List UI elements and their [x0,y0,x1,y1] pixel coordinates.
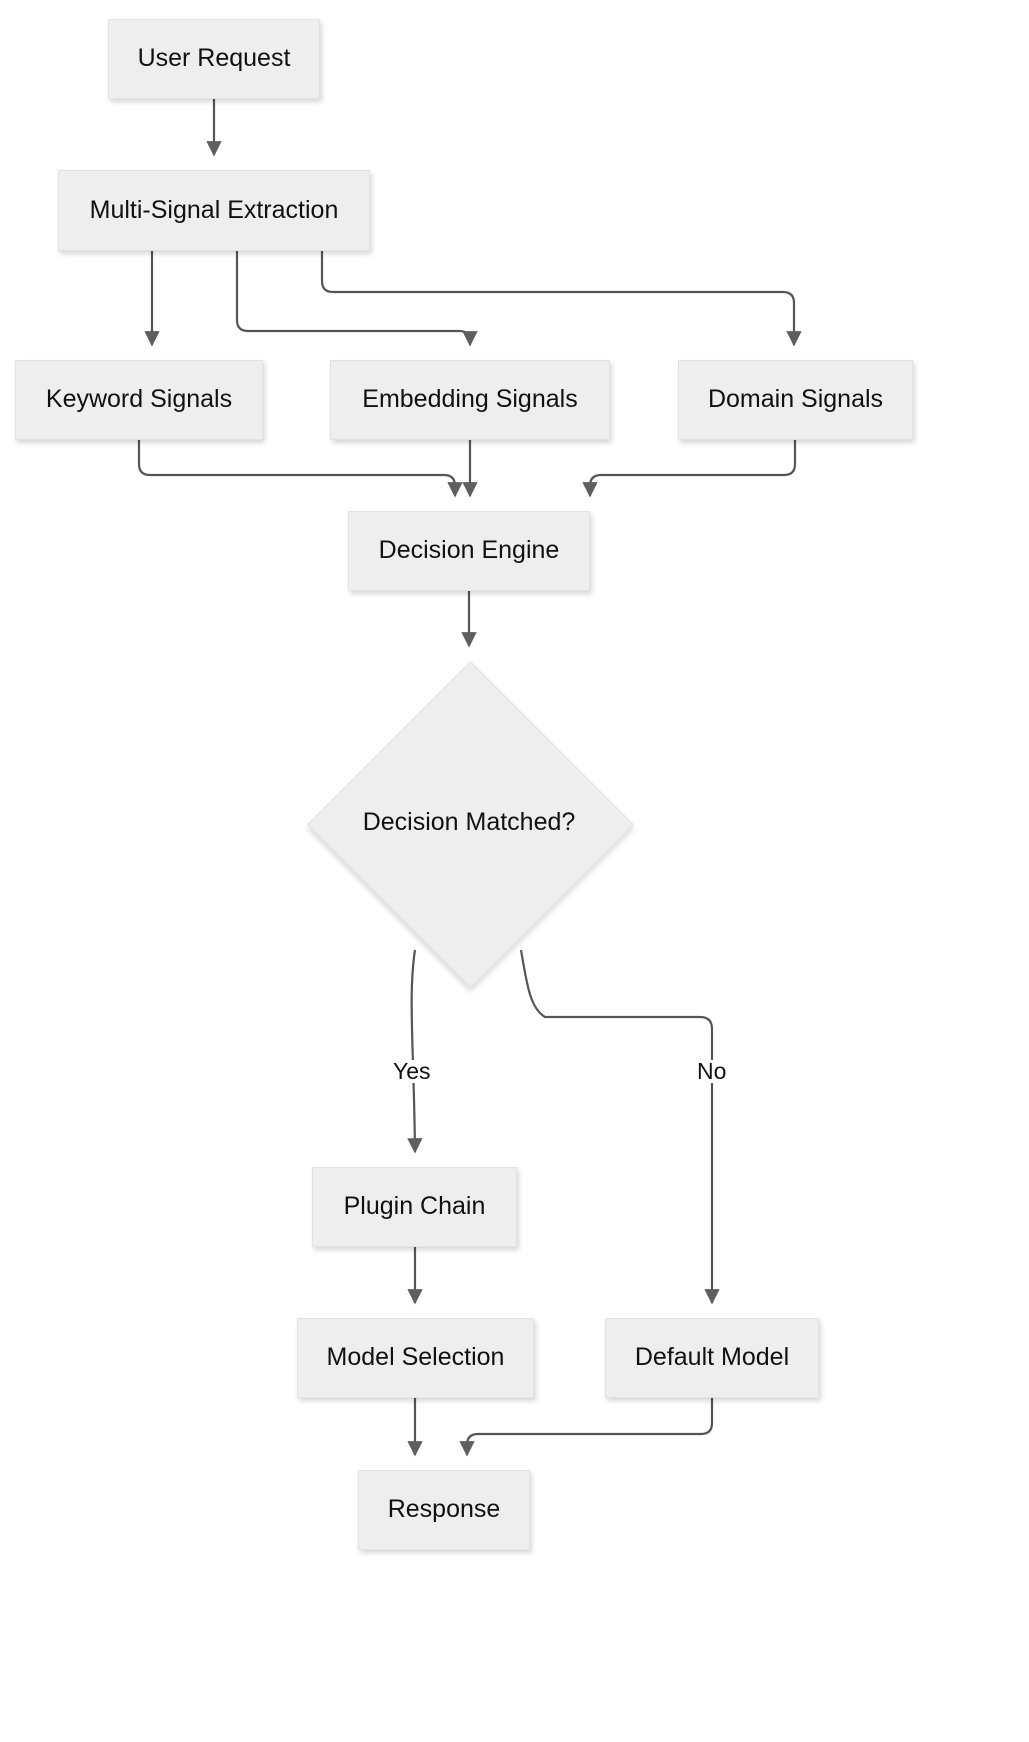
node-label: Model Selection [326,1343,505,1372]
node-embedding-signals[interactable]: Embedding Signals [330,360,610,440]
node-label: Decision Matched? [362,808,576,837]
edge-decision-question-to-default-model [519,949,720,1305]
node-label: Embedding Signals [362,385,578,414]
node-response[interactable]: Response [358,1470,530,1550]
node-label: Decision Engine [378,536,560,565]
edge-domain-to-decision-engine [582,440,797,498]
node-label: Response [387,1495,501,1524]
edge-multi-signal-to-embedding [235,251,478,347]
node-label: Keyword Signals [45,385,233,414]
node-domain-signals[interactable]: Domain Signals [678,360,913,440]
node-multi-signal-extraction[interactable]: Multi-Signal Extraction [58,170,370,251]
node-label: User Request [137,44,291,73]
edge-label-no: No [694,1060,730,1083]
node-user-request[interactable]: User Request [108,19,320,99]
edge-keyword-to-decision-engine [137,440,463,498]
node-default-model[interactable]: Default Model [605,1318,819,1398]
edge-default-model-to-response [459,1398,714,1457]
node-keyword-signals[interactable]: Keyword Signals [15,360,263,440]
node-label: Multi-Signal Extraction [89,195,339,224]
edge-label-yes: Yes [390,1060,434,1083]
node-plugin-chain[interactable]: Plugin Chain [312,1167,517,1247]
node-label: Plugin Chain [343,1192,486,1221]
node-label: Domain Signals [707,385,884,414]
node-decision-engine[interactable]: Decision Engine [348,511,590,591]
edge-multi-signal-to-domain [320,251,802,347]
node-model-selection[interactable]: Model Selection [297,1318,534,1398]
node-decision-matched[interactable]: Decision Matched? [306,660,634,988]
node-label: Default Model [634,1343,790,1372]
